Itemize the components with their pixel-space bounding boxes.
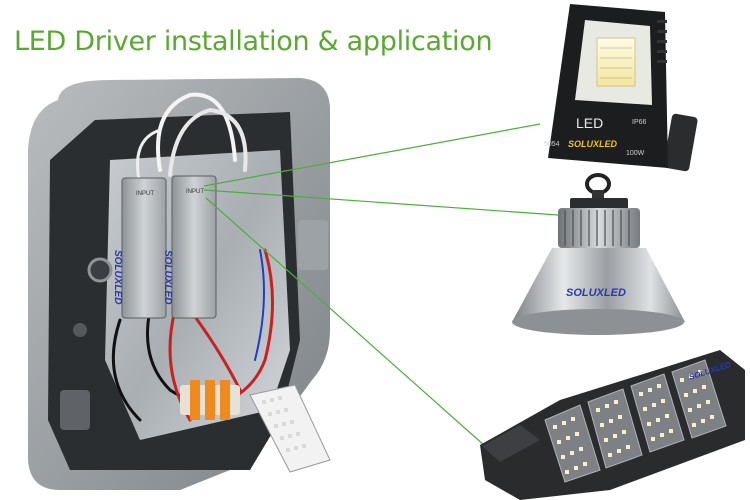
driver-input-label-2: INPUT [186, 189, 204, 195]
highbay-brand-label: SOLUXLED [566, 287, 626, 299]
led-driver-right: INPUT SOLUXLED [162, 175, 217, 319]
connector-line-streetlight [205, 197, 486, 447]
driver-input-label: INPUT [136, 191, 154, 197]
connector-line-highbay [203, 189, 559, 216]
high-bay-light-photo: SOLUXLED [512, 173, 685, 335]
page-title: LED Driver installation & application [14, 26, 493, 57]
driver-brand-label: SOLUXLED [112, 250, 123, 304]
street-light-photo: SOLUXLED [480, 350, 745, 500]
flood-brand-label: SOLUXLED [568, 139, 618, 149]
flood-power-label: 100W [626, 150, 645, 157]
connector-lines [203, 123, 559, 447]
flood-ip-label: IP66 [632, 119, 647, 126]
led-module-board [249, 384, 331, 473]
flood-led-label: LED [576, 115, 603, 131]
driver-brand-label-2: SOLUXLED [162, 250, 173, 304]
connector-line-floodlight [203, 123, 541, 187]
street-light-led-modules [544, 359, 727, 483]
flood-light-photo: LED IP66 5054 SOLUXLED 100W [544, 4, 698, 172]
terminal-blocks [180, 380, 240, 420]
flood-chip-label: 5054 [544, 141, 560, 148]
led-driver-left: INPUT SOLUXLED [112, 177, 167, 319]
